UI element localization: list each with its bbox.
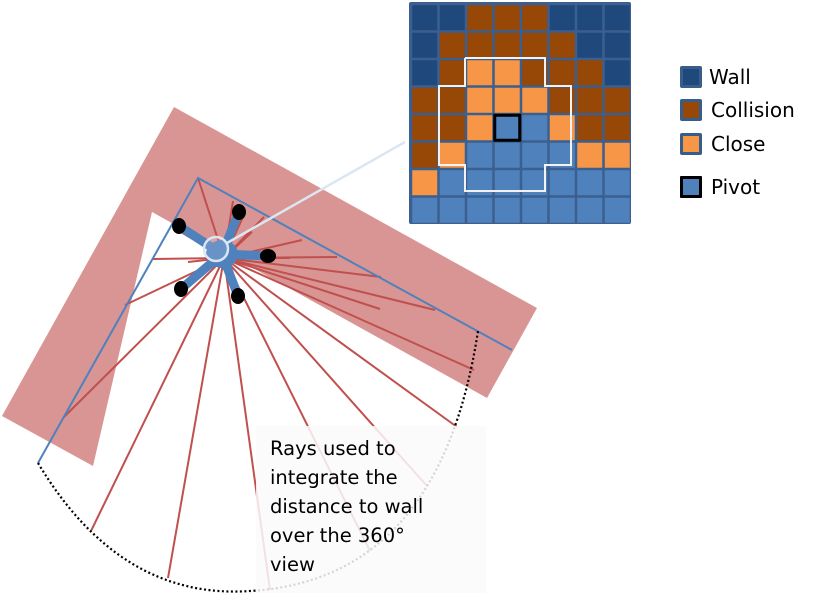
caption-line: Rays used to (270, 437, 396, 460)
legend-item-close: Close (680, 129, 765, 159)
grid-cell-collision (439, 32, 465, 58)
grid-cell-wall (577, 32, 603, 58)
grid-cell-close (522, 87, 548, 113)
grid-cell-free (494, 197, 520, 223)
legend-item-wall: Wall (680, 62, 751, 92)
robot-foot (174, 281, 188, 297)
grid-cell-collision (577, 60, 603, 86)
grid-cell-collision (549, 32, 575, 58)
robot-foot (172, 218, 186, 234)
grid-cell-collision (439, 87, 465, 113)
grid-cell-close (467, 87, 493, 113)
legend-label: Close (711, 132, 766, 156)
grid-cell-wall (412, 5, 438, 31)
grid-cell-collision (577, 87, 603, 113)
legend-label: Collision (711, 98, 795, 122)
close-region-outline (438, 57, 572, 192)
wall-boundary-line (37, 176, 513, 464)
grid-cell-free (577, 197, 603, 223)
pivot-swatch-icon (680, 176, 702, 198)
legend-item-collision: Collision (680, 95, 795, 125)
occupancy-grid (409, 2, 631, 224)
grid-cell-wall (577, 5, 603, 31)
ray-line (223, 257, 458, 428)
grid-cell-collision (494, 32, 520, 58)
caption-line: distance to wall (270, 495, 424, 518)
grid-cell-collision (439, 115, 465, 141)
ray-line (223, 257, 436, 311)
legend-label: Wall (709, 65, 751, 89)
grid-cell-wall (439, 5, 465, 31)
grid-cell-collision (412, 142, 438, 168)
grid-cell-wall (604, 32, 630, 58)
grid-cell-collision (522, 5, 548, 31)
grid-cell-close (494, 60, 520, 86)
grid-cell-pivot (493, 113, 522, 142)
grid-cell-collision (522, 32, 548, 58)
collision-swatch-icon (680, 99, 702, 121)
grid-cell-close (604, 142, 630, 168)
ray-line (223, 257, 381, 310)
grid-cell-free (467, 142, 493, 168)
grid-cell-close (439, 142, 465, 168)
grid-cell-collision (412, 87, 438, 113)
grid-cell-collision (467, 5, 493, 31)
grid-cell-free (604, 170, 630, 196)
grid-cell-free (577, 170, 603, 196)
robot-foot (260, 249, 276, 263)
grid-cell-wall (412, 60, 438, 86)
ray-line (62, 257, 225, 419)
zoom-connector-line (226, 140, 406, 245)
grid-cell-wall (549, 5, 575, 31)
grid-cell-free (522, 197, 548, 223)
grid-cell-collision (439, 60, 465, 86)
ray-line (167, 257, 225, 579)
grid-cell-free (522, 115, 548, 141)
caption-line: view (270, 553, 315, 576)
legend-label: Pivot (711, 175, 761, 199)
corridor-region (2, 107, 537, 466)
grid-cell-collision (522, 60, 548, 86)
grid-cell-free (522, 142, 548, 168)
grid-cell-collision (549, 60, 575, 86)
ray-line (90, 257, 225, 532)
grid-cell-close (494, 87, 520, 113)
grid-cell-collision (467, 32, 493, 58)
grid-cell-wall (604, 60, 630, 86)
grid-cell-collision (494, 5, 520, 31)
grid-cell-free (439, 197, 465, 223)
grid-cell-collision (412, 115, 438, 141)
caption-line: over the 360° (270, 524, 405, 547)
legend-item-pivot: Pivot (680, 172, 760, 202)
grid-cell-close (467, 115, 493, 141)
grid-cell-free (467, 197, 493, 223)
grid-cell-close (412, 170, 438, 196)
robot-foot (231, 288, 245, 304)
grid-cell-free (549, 197, 575, 223)
caption-line: integrate the (270, 466, 398, 489)
grid-cell-free (604, 197, 630, 223)
robot-foot (232, 204, 246, 220)
grid-cell-close (467, 60, 493, 86)
grid-cell-close (577, 142, 603, 168)
grid-cell-free (494, 142, 520, 168)
ray-line (223, 257, 475, 371)
ray-line (223, 257, 382, 278)
caption-textbox: Rays used to integrate the distance to w… (256, 426, 486, 593)
grid-cell-collision (604, 87, 630, 113)
grid-cell-wall (412, 32, 438, 58)
grid-cell-wall (604, 5, 630, 31)
grid-cell-free (549, 170, 575, 196)
grid-cell-collision (604, 115, 630, 141)
close-swatch-icon (680, 133, 702, 155)
grid-cell-collision (577, 115, 603, 141)
robot (172, 204, 276, 304)
pivot-marker-circle (202, 235, 230, 263)
grid-cell-free (439, 170, 465, 196)
grid-cell-free (412, 197, 438, 223)
wall-swatch-icon (680, 66, 702, 88)
